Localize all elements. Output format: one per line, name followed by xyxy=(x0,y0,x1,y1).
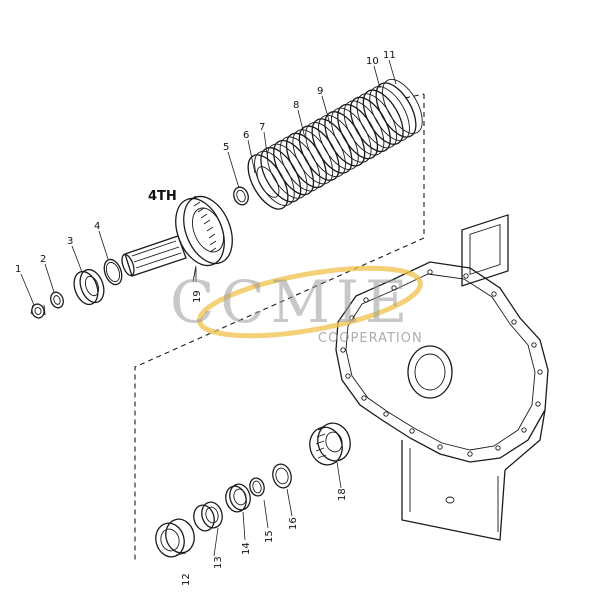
bolt-hole xyxy=(383,411,389,417)
bolt-hole xyxy=(409,428,415,434)
bolt-hole xyxy=(537,369,543,375)
ccmie-watermark-logo: CCMIE COOPERATION xyxy=(170,265,423,346)
assembly-boundary-top xyxy=(404,93,425,99)
bolt-hole xyxy=(391,285,397,291)
assembly-boundary-dashed xyxy=(134,94,425,560)
bolt-hole xyxy=(361,395,367,401)
bolt-hole xyxy=(467,451,473,457)
snap-ring-part-4 xyxy=(103,258,123,286)
clutch-disc-stack xyxy=(247,78,423,210)
snap-ring-part-5 xyxy=(233,186,249,206)
clutch-disc xyxy=(279,136,321,192)
clutch-disc xyxy=(343,100,385,156)
clutch-disc xyxy=(356,93,398,149)
bolt-hole xyxy=(531,342,537,348)
callout-19: 19 xyxy=(192,290,203,303)
bolt-hole xyxy=(511,319,517,325)
ring-part-16 xyxy=(249,477,265,497)
ring-part-17 xyxy=(272,463,292,489)
watermark-swoosh xyxy=(197,265,423,339)
bolt-hole xyxy=(345,373,351,379)
clutch-disc xyxy=(318,114,359,170)
callout-6: 6 xyxy=(243,130,249,141)
bolt-hole xyxy=(437,444,443,450)
callout-13: 13 xyxy=(213,556,224,569)
clutch-disc xyxy=(266,143,308,199)
bolt-hole xyxy=(463,273,469,279)
bolt-hole xyxy=(363,297,369,303)
bolt-hole xyxy=(495,445,501,451)
callout-11: 11 xyxy=(383,50,396,61)
callout-1: 1 xyxy=(15,264,21,275)
clutch-disc xyxy=(330,107,372,163)
callout-14: 14 xyxy=(241,542,252,555)
transmission-housing xyxy=(335,214,549,541)
section-label-4th: 4TH xyxy=(148,189,177,204)
callout-5: 5 xyxy=(223,142,229,153)
nut-part-1 xyxy=(30,303,46,319)
watermark-subtitle: COOPERATION xyxy=(318,331,423,346)
ring-part-14 xyxy=(225,483,251,513)
watermark-brand: CCMIE xyxy=(170,268,413,336)
bolt-hole xyxy=(535,401,541,407)
bearing-part-13 xyxy=(193,501,223,532)
callout-16: 16 xyxy=(288,517,299,530)
callout-15: 15 xyxy=(264,530,275,543)
clutch-disc xyxy=(292,129,334,185)
callout-7: 7 xyxy=(259,122,265,133)
callout-18: 18 xyxy=(337,488,348,501)
callout-10: 10 xyxy=(366,56,379,67)
callout-9: 9 xyxy=(317,86,323,97)
callout-4: 4 xyxy=(94,221,100,232)
callout-2: 2 xyxy=(40,254,46,265)
callout-12: 12 xyxy=(181,573,192,586)
gear-shaft-part-19 xyxy=(121,195,233,283)
bolt-hole xyxy=(427,269,433,275)
bolt-hole xyxy=(340,347,346,353)
callout-8: 8 xyxy=(293,100,299,111)
callout-3: 3 xyxy=(67,236,73,247)
splined-gear-part-18 xyxy=(309,422,351,466)
bolt-hole xyxy=(491,291,497,297)
bolt-hole xyxy=(521,427,527,433)
clutch-disc-bore xyxy=(256,166,280,198)
clutch-disc xyxy=(305,122,346,178)
clutch-disc xyxy=(369,86,410,142)
clutch-disc xyxy=(362,89,404,145)
leader-lines xyxy=(20,59,397,557)
bearing-part-3 xyxy=(73,268,105,306)
bearing-cup-part-12 xyxy=(155,518,195,558)
clutch-disc xyxy=(382,78,423,134)
clutch-disc xyxy=(375,82,417,138)
washer-part-2 xyxy=(50,291,64,309)
